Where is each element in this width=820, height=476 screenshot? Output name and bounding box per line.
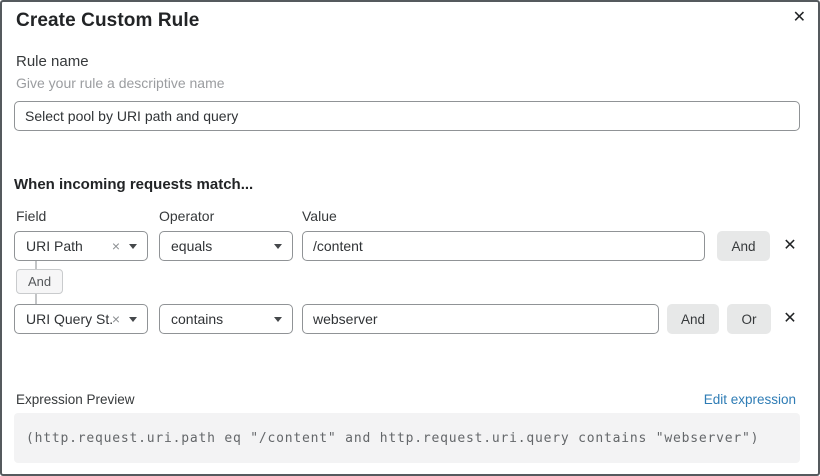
field-select-row2[interactable]: URI Query St... × xyxy=(14,304,148,334)
or-button-row2[interactable]: Or xyxy=(727,304,771,334)
connector-line-top xyxy=(35,261,37,269)
chevron-down-icon xyxy=(129,243,137,249)
and-button-row2[interactable]: And xyxy=(667,304,719,334)
remove-row2-icon[interactable]: ✕ xyxy=(783,310,797,327)
and-button-row1[interactable]: And xyxy=(717,231,770,261)
column-label-operator: Operator xyxy=(159,208,215,224)
field-select-row2-label: URI Query St... xyxy=(26,311,112,327)
value-input-row1[interactable] xyxy=(302,231,705,261)
chevron-down-icon xyxy=(274,316,282,322)
column-label-field: Field xyxy=(16,208,47,224)
operator-select-row1[interactable]: equals xyxy=(159,231,293,261)
rule-name-input[interactable] xyxy=(14,101,800,131)
expression-preview-label: Expression Preview xyxy=(16,392,135,407)
expression-code-block: (http.request.uri.path eq "/content" and… xyxy=(14,413,800,463)
expression-code: (http.request.uri.path eq "/content" and… xyxy=(26,430,760,446)
remove-row1-icon[interactable]: ✕ xyxy=(783,237,797,254)
match-heading: When incoming requests match... xyxy=(14,176,254,193)
field-select-row1-label: URI Path xyxy=(26,238,83,254)
close-icon[interactable]: ✕ xyxy=(792,9,806,26)
dialog-title: Create Custom Rule xyxy=(16,10,200,31)
connector-line-bottom xyxy=(35,294,37,304)
clear-selection-icon[interactable]: × xyxy=(111,311,120,327)
connector-and-badge: And xyxy=(16,269,64,294)
field-select-row1[interactable]: URI Path × xyxy=(14,231,148,261)
chevron-down-icon xyxy=(274,243,282,249)
chevron-down-icon xyxy=(129,316,137,322)
rule-name-helper: Give your rule a descriptive name xyxy=(16,75,225,91)
rule-name-label: Rule name xyxy=(16,53,89,70)
operator-select-row2[interactable]: contains xyxy=(159,304,293,334)
value-input-row2[interactable] xyxy=(302,304,659,334)
edit-expression-link[interactable]: Edit expression xyxy=(703,392,796,407)
operator-select-row2-label: contains xyxy=(171,311,224,327)
operator-select-row1-label: equals xyxy=(171,238,213,254)
column-label-value: Value xyxy=(302,208,337,224)
clear-selection-icon[interactable]: × xyxy=(111,238,120,254)
